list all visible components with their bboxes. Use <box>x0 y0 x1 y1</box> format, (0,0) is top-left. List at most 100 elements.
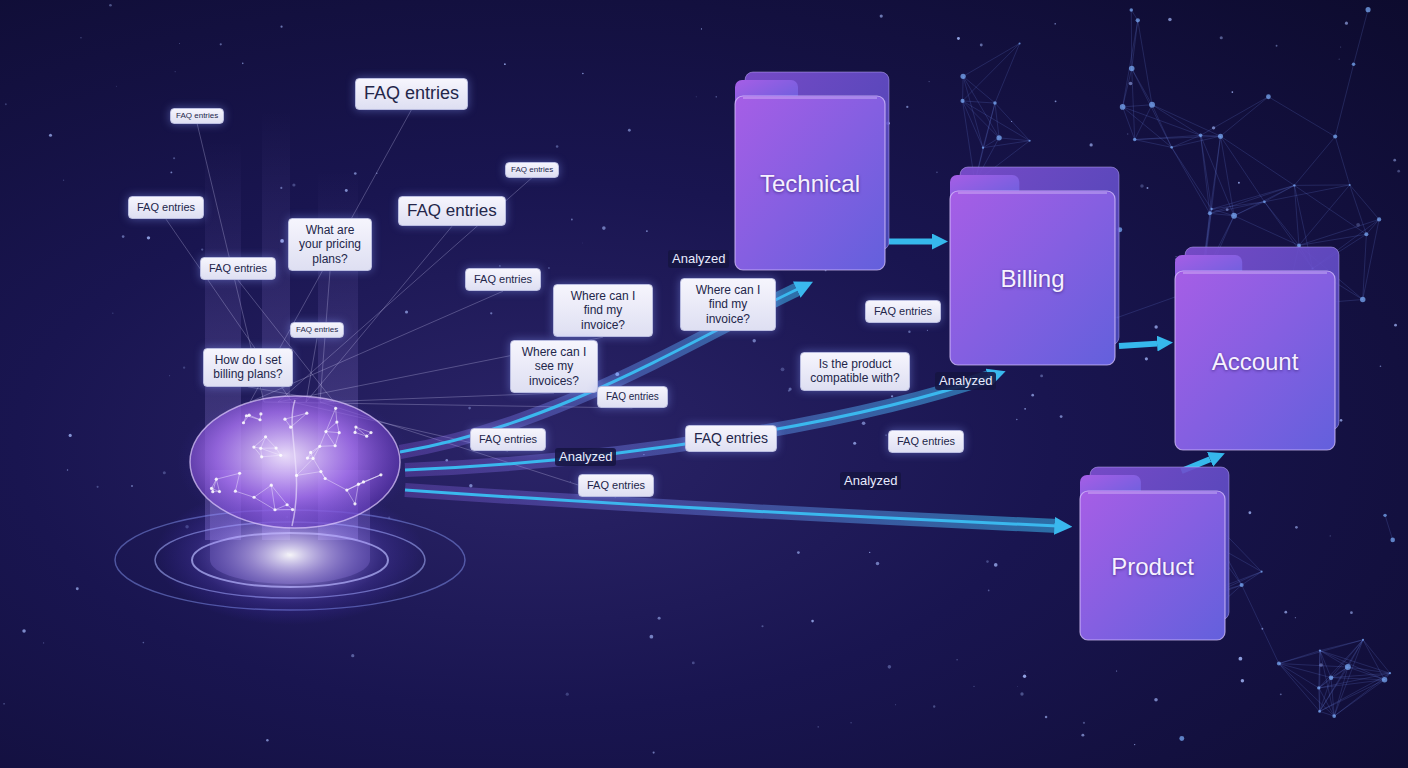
brain-node <box>335 421 338 424</box>
brain-node <box>258 418 261 421</box>
network-line <box>1319 640 1363 688</box>
brain-mesh-line <box>347 490 355 504</box>
network-line <box>963 43 1019 76</box>
brain-mesh-line <box>261 448 276 449</box>
faq-card: FAQ entries <box>290 322 344 338</box>
network-line <box>995 43 1020 103</box>
brain-node <box>252 445 255 448</box>
star-dot <box>1248 511 1251 514</box>
star-dot <box>67 469 68 470</box>
star-dot <box>49 134 52 137</box>
brain-node <box>215 478 218 481</box>
star-dot <box>1083 722 1085 724</box>
brain-node <box>379 473 382 476</box>
faq-text: Where can I find my invoice? <box>689 283 767 326</box>
star-dot <box>242 63 244 65</box>
star-dot <box>1350 611 1353 614</box>
network-line <box>995 103 1030 141</box>
network-line <box>1234 185 1294 215</box>
network-line <box>1123 107 1172 147</box>
brain-node <box>353 502 356 505</box>
network-line <box>1132 69 1172 148</box>
network-line <box>1135 136 1221 139</box>
star-dot <box>761 625 763 627</box>
star-dot <box>112 313 113 314</box>
star-dot <box>43 642 44 643</box>
brain-node <box>354 425 357 428</box>
faq-text: FAQ entries <box>694 430 768 447</box>
star-dot <box>143 642 145 644</box>
star-dot <box>80 37 81 38</box>
star-dot <box>122 235 125 238</box>
brain-node <box>291 508 294 511</box>
star-dot <box>695 96 697 98</box>
star-dot <box>1081 734 1084 737</box>
network-line <box>963 101 983 148</box>
network-line <box>1132 69 1135 140</box>
network-dot <box>1383 514 1386 517</box>
star-dot <box>174 71 176 73</box>
star-dot <box>888 665 892 669</box>
network-dot <box>993 101 997 105</box>
network-line <box>1268 97 1335 137</box>
star-dot <box>1394 324 1397 327</box>
star-dot <box>1146 187 1148 189</box>
faq-text: Is the product compatible with? <box>809 357 901 386</box>
network-dot <box>1199 134 1203 138</box>
network-line <box>1335 64 1353 136</box>
folder-title: Account <box>1212 348 1299 376</box>
brain-node <box>345 488 348 491</box>
star-dot <box>266 739 268 741</box>
network-line <box>1320 640 1363 712</box>
star-dot <box>131 485 133 487</box>
star-dot <box>811 620 814 623</box>
network-line <box>1131 10 1132 69</box>
faq-text: FAQ entries <box>474 273 532 286</box>
star-dot <box>76 587 79 590</box>
star-dot <box>170 171 172 173</box>
star-dot <box>936 172 938 174</box>
star-dot <box>789 388 792 391</box>
brain-mesh-line <box>320 445 335 447</box>
star-dot <box>1295 526 1298 529</box>
network-line <box>1234 216 1299 246</box>
brain-mesh-line <box>271 485 287 505</box>
network-line <box>995 103 999 138</box>
category-folder: Technical <box>735 80 885 270</box>
star-dot <box>653 752 655 754</box>
star-dot <box>566 693 569 696</box>
brain-node <box>309 451 312 454</box>
star-dot <box>602 226 606 230</box>
brain-mesh-line <box>347 482 364 490</box>
network-line <box>1123 105 1152 107</box>
star-dot <box>1339 59 1340 60</box>
brain-node <box>248 414 251 417</box>
folder-body <box>1175 271 1335 450</box>
folder-body <box>1080 491 1225 640</box>
network-dot <box>1377 217 1381 221</box>
star-field <box>3 4 1400 754</box>
brain-illustration <box>177 390 413 534</box>
star-dot <box>280 26 282 28</box>
network-line <box>1279 664 1319 688</box>
network-line <box>963 76 983 147</box>
network-line <box>1242 585 1279 664</box>
network-dot <box>1333 134 1337 138</box>
star-dot <box>1380 365 1382 367</box>
faq-card: Where can I find my invoice? <box>553 284 653 337</box>
star-dot <box>1231 91 1233 93</box>
network-line <box>1132 20 1138 68</box>
network-line <box>1264 185 1349 202</box>
network-line <box>1279 664 1320 712</box>
network-dot <box>1293 184 1295 186</box>
network-line <box>1279 664 1348 667</box>
network-line <box>1294 137 1335 186</box>
brain-node <box>273 508 276 511</box>
network-dot <box>1345 664 1351 670</box>
network-dot <box>1277 662 1281 666</box>
faq-card: How do I set billing plans? <box>203 348 293 387</box>
faq-text: What are your pricing plans? <box>297 223 363 266</box>
network-line <box>1123 69 1132 107</box>
star-dot <box>1023 675 1026 678</box>
brain-glow <box>177 390 413 534</box>
